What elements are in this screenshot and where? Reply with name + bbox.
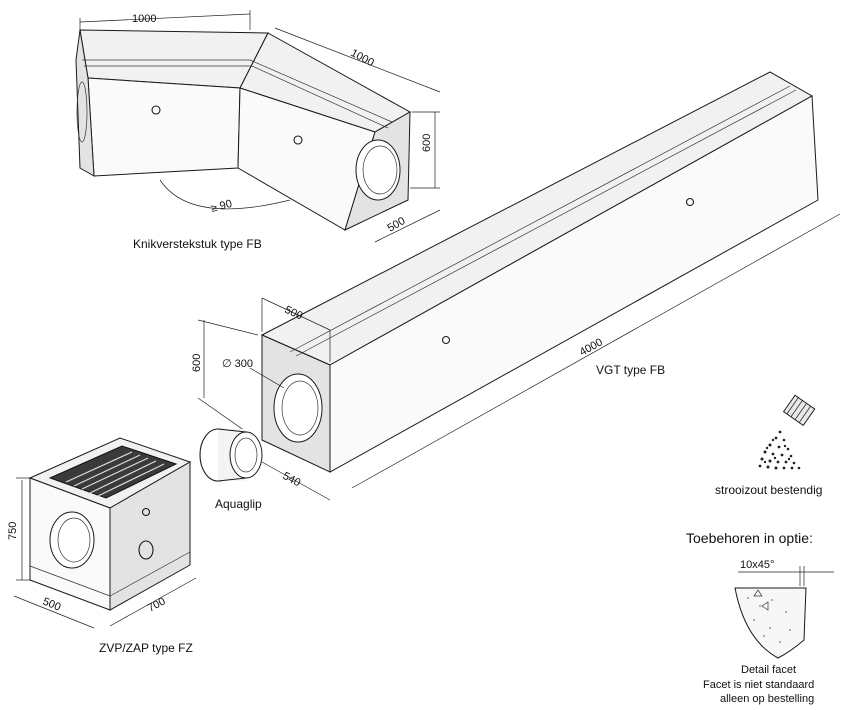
vgt-dim-height: 600 (191, 354, 203, 372)
zvp-pipe-opening (49, 511, 95, 569)
zvp-dim-width: 500 (41, 596, 63, 614)
knik-left-front-face (87, 77, 241, 177)
strooizout-label: strooizout bestendig (715, 483, 822, 497)
aquaglip-drawing: Aquaglip (199, 428, 263, 511)
zvp-small-opening (138, 540, 154, 560)
knik-groove (82, 59, 393, 123)
knik-left-opening (76, 81, 88, 143)
knik-dim-height: 600 (421, 134, 433, 152)
vgt-label: VGT type FB (596, 363, 665, 377)
vgt-dim-diameter: ∅ 300 (222, 358, 253, 370)
knik-dim-angle: ≥ 90 (210, 198, 234, 215)
toebehoren-section: Toebehoren in optie: 10x45° Detail facet… (686, 530, 834, 705)
toebehoren-heading: Toebehoren in optie: (686, 530, 813, 546)
facet-note-1: Facet is niet standaard (703, 679, 814, 691)
vgt-dim-length: 4000 (578, 336, 605, 358)
salt-shaker-icon (782, 394, 816, 427)
facet-detail-label: Detail facet (741, 664, 796, 676)
facet-note-2: alleen op bestelling (720, 693, 814, 705)
zvp-dim-depth: 700 (146, 595, 168, 614)
knik-bolt-1 (151, 105, 161, 115)
facet-detail-shape (734, 587, 807, 659)
zvp-right-face (109, 461, 191, 611)
zvp-label: ZVP/ZAP type FZ (99, 641, 193, 655)
knik-bolt-2 (293, 135, 303, 145)
vgt-dim-width-bottom: 540 (281, 470, 303, 489)
vgt-pipe-opening (273, 373, 323, 443)
aquaglip-label: Aquaglip (215, 497, 262, 511)
zvp-drawing: 750 500 700 ZVP/ZAP type FZ (7, 437, 197, 655)
knikverstekstuk-drawing: 1000 1000 600 500 ≥ 90 Knikverstekstuk t… (75, 10, 441, 251)
facet-dim-label: 10x45° (740, 559, 774, 571)
knik-pipe-opening (355, 139, 401, 201)
knik-dim-a: 1000 (132, 13, 156, 25)
knik-dim-width: 500 (386, 215, 408, 235)
knik-label: Knikverstekstuk type FB (133, 237, 262, 251)
vgt-drawing: 500 600 ∅ 300 4000 540 VGT type FB (191, 71, 841, 501)
knik-angle-arc (159, 179, 291, 210)
vgt-bolt-2 (685, 197, 695, 207)
vgt-bolt-1 (441, 335, 451, 345)
zvp-bolt (141, 507, 151, 517)
strooizout-drawing: strooizout bestendig (715, 394, 822, 497)
zvp-dim-height: 750 (7, 522, 19, 540)
salt-pile-icon (758, 430, 801, 470)
knik-dim-b: 1000 (349, 47, 376, 69)
vgt-groove (289, 85, 791, 353)
knik-left-end-face (75, 29, 95, 177)
